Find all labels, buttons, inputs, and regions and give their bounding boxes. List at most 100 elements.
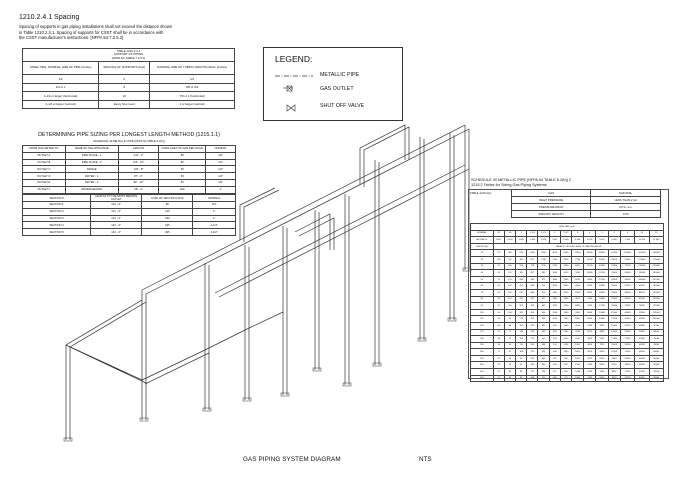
cell: 9650 — [595, 321, 609, 330]
cell: 12000 — [595, 308, 609, 317]
drop-j — [464, 125, 470, 270]
cell: 14400 — [607, 328, 621, 337]
cell: 58300 — [634, 321, 650, 330]
cell: 12700 — [595, 302, 609, 310]
shut-off-valve-icon — [286, 104, 296, 112]
actual-id: 0.622 — [492, 236, 505, 244]
cell: 2080 — [559, 295, 573, 304]
drop-h — [419, 137, 425, 340]
cell: 134 — [515, 335, 528, 343]
cell: 32100 — [619, 321, 636, 330]
nominal-size: 2 — [548, 229, 561, 238]
cell: 106000 — [634, 275, 650, 284]
cell: 220 — [515, 295, 528, 304]
cell: 30 — [470, 262, 494, 271]
cell: 92 — [515, 361, 528, 370]
cell: 355 — [526, 315, 539, 323]
cell: 1160 — [548, 308, 561, 317]
cell: 16700 — [619, 374, 636, 383]
cell: 46 — [503, 368, 517, 376]
cell: 1220 — [548, 302, 561, 310]
cell: 6100 — [595, 354, 609, 363]
actual-id: 3.068 — [571, 236, 585, 244]
cell: 25 — [492, 354, 505, 363]
cell: 157 — [515, 321, 528, 330]
cell: 125 — [470, 315, 494, 323]
cell: 532 — [537, 315, 550, 323]
cell: 1430 — [537, 255, 550, 264]
cell: 985 — [537, 269, 550, 277]
cell: 23 — [492, 361, 505, 370]
cell: 60 — [492, 288, 505, 297]
nts-label: NTS — [419, 456, 432, 463]
cell: 3530 — [559, 262, 573, 271]
cell: 50 — [470, 275, 494, 284]
cell: 251 — [537, 374, 550, 383]
cell: 320 — [515, 269, 528, 277]
cell: 126 — [503, 288, 517, 297]
cell: 8260 — [595, 335, 609, 343]
cell: 19500 — [607, 308, 621, 317]
cell: 2680 — [559, 275, 573, 284]
cell: 0.60 — [590, 210, 661, 218]
cell: 70000 — [648, 341, 664, 350]
cell: 118 — [492, 255, 505, 264]
cell: 1 or larger (vertical) — [149, 99, 235, 109]
cell: 4740 — [571, 275, 585, 284]
drop-a — [141, 300, 147, 420]
cell: 322 — [526, 321, 539, 330]
cell: 677 — [537, 295, 550, 304]
cell: 1" — [205, 185, 236, 194]
cell: 275000 — [648, 255, 664, 264]
cell: 8760 — [583, 282, 597, 290]
cell: 1270 — [559, 335, 573, 343]
cell: 40 — [492, 321, 505, 330]
cell: 4020 — [548, 249, 561, 257]
cell: 23600 — [607, 288, 621, 297]
cell: 2240 — [571, 335, 585, 343]
cell: 635 — [537, 302, 550, 310]
cell: 5890 — [583, 315, 597, 323]
cell: 22000 — [607, 295, 621, 304]
cell: 79000 — [648, 335, 664, 343]
cell: 108 — [515, 348, 528, 356]
cell: 95700 — [634, 282, 650, 290]
cell: 350 — [470, 354, 494, 363]
cell: 28700 — [595, 255, 609, 264]
cell: 4050 — [583, 341, 597, 350]
cell: 76700 — [619, 262, 636, 271]
cell: 152000 — [648, 282, 664, 290]
cell: 466 — [515, 255, 528, 264]
cell: 15800 — [595, 282, 609, 290]
actual-id: 11.938 — [648, 236, 664, 244]
cell: 1440 — [571, 368, 585, 376]
cell: 172 — [492, 249, 505, 257]
cell: 300 — [470, 348, 494, 356]
cell: 1360 — [571, 374, 585, 383]
cell: 1-1/4 or larger (vertical) — [21, 99, 100, 109]
nominal-size: 2-1/2 — [559, 229, 573, 238]
cell: 72 — [492, 275, 505, 284]
cell: 189 — [526, 361, 539, 370]
nominal-size: 3 — [571, 229, 585, 238]
actual-id: 1.380 — [526, 236, 539, 244]
cell: 14600 — [595, 288, 609, 297]
legend-title: LEGEND: — [275, 54, 313, 64]
cell: 20 — [470, 255, 494, 264]
cell: 873 — [537, 275, 550, 284]
cell: 41800 — [595, 249, 609, 257]
cell: 17200 — [607, 315, 621, 323]
nominal-size: 5 — [595, 229, 609, 238]
cell: 175 — [470, 328, 494, 337]
cell: 37 — [492, 328, 505, 337]
drop-b — [204, 263, 210, 410]
cell: 791 — [537, 282, 550, 290]
cell: 5330 — [595, 368, 609, 376]
cell: 40100 — [634, 348, 650, 356]
